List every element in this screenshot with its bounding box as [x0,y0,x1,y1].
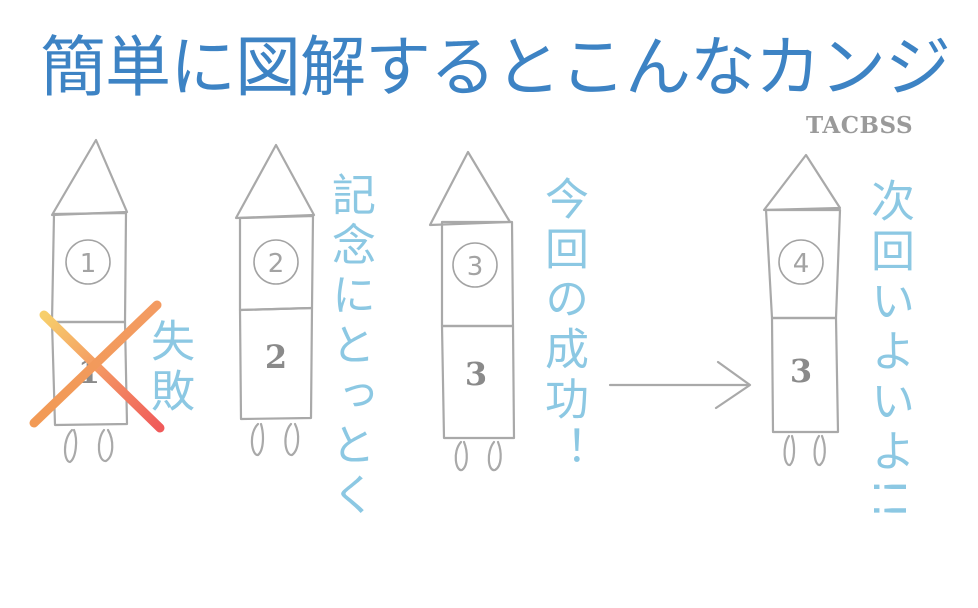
rocket-1: 1 1 [29,138,165,464]
progress-arrow [608,360,752,410]
rocket-2: 2 2 [234,143,316,457]
rocket-3-stage-number: 3 [465,355,487,393]
rocket-3: 3 3 [428,150,516,472]
rocket-4-label-text: 4 [793,249,810,279]
rocket-1-leg-right [97,428,114,463]
fail-cross-line-b [29,300,162,428]
rocket-3-label-circle [452,242,498,288]
rocket-2-leg-left [250,422,265,457]
fail-cross-line-a [39,310,165,433]
rocket-1-label-circle [65,239,111,285]
rocket-2-label-text: 2 [268,249,285,279]
rocket-4-stage-number: 3 [790,352,812,390]
rocket-1-nose [50,138,129,217]
rocket-3-leg-right [487,440,502,472]
rocket-2-nose [234,143,316,220]
rocket-1-lower-body [50,320,129,427]
rocket-2-label-circle [253,239,299,285]
rocket-2-leg-right [284,422,300,457]
rocket-2-note: 記念にとっとく [324,172,375,522]
rocket-3-leg-left [454,440,468,472]
rocket-3-note: 今回の成功！ [537,176,588,476]
rocket-1-label-text: 1 [80,249,97,279]
rocket-1-leg-left [63,428,78,464]
rocket-4-lower-body [770,316,840,434]
rocket-1-note: 失敗 [143,318,194,418]
rocket-4-nose [762,153,842,212]
rocket-4-leg-left [783,434,796,467]
rocket-4: 4 3 [762,153,842,467]
rocket-3-nose [428,150,512,227]
rocket-4-label-circle [778,239,824,285]
page-title: 簡単に図解するとこんなカンジ [40,29,951,106]
rocket-3-lower-body [440,324,516,440]
rocket-4-leg-right [813,434,826,467]
rocket-3-label-text: 3 [467,252,484,282]
brand-label: TACBSS [806,112,914,139]
rocket-4-note: 次回いよいよ!! [863,178,914,526]
rocket-2-stage-number: 2 [265,338,287,376]
rocket-2-lower-body [238,306,314,421]
arrow-head [714,360,752,410]
